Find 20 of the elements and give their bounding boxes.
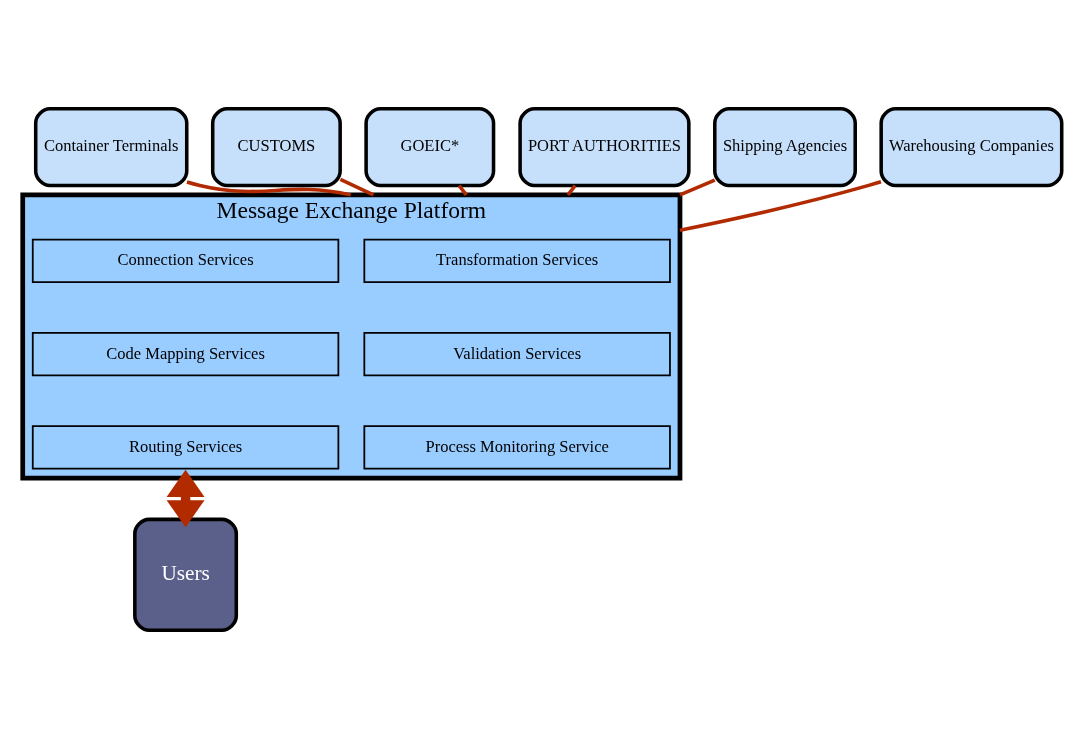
arrow (166, 469, 205, 527)
node-box: Warehousing Companies (879, 106, 1064, 187)
connector (566, 184, 577, 196)
node-box: Process Monitoring Service (363, 424, 671, 469)
node-box: Users (133, 517, 239, 632)
node-box: Code Mapping Services (31, 331, 340, 376)
node-box: Connection Services (31, 238, 340, 283)
node-box: CUSTOMS (210, 106, 342, 187)
connector (457, 184, 468, 196)
node-box: Routing Services (31, 424, 340, 469)
connector (679, 179, 882, 232)
node-box: Transformation Services (363, 238, 671, 283)
connector (339, 177, 375, 196)
node-box: Validation Services (363, 331, 671, 376)
node-box: Shipping Agencies (713, 106, 857, 187)
node-box: GOEIC* (364, 106, 496, 187)
node-box: Container Terminals (33, 106, 189, 187)
node-box: PORT AUTHORITIES (518, 106, 691, 187)
connector (186, 179, 352, 197)
connector (679, 177, 716, 196)
